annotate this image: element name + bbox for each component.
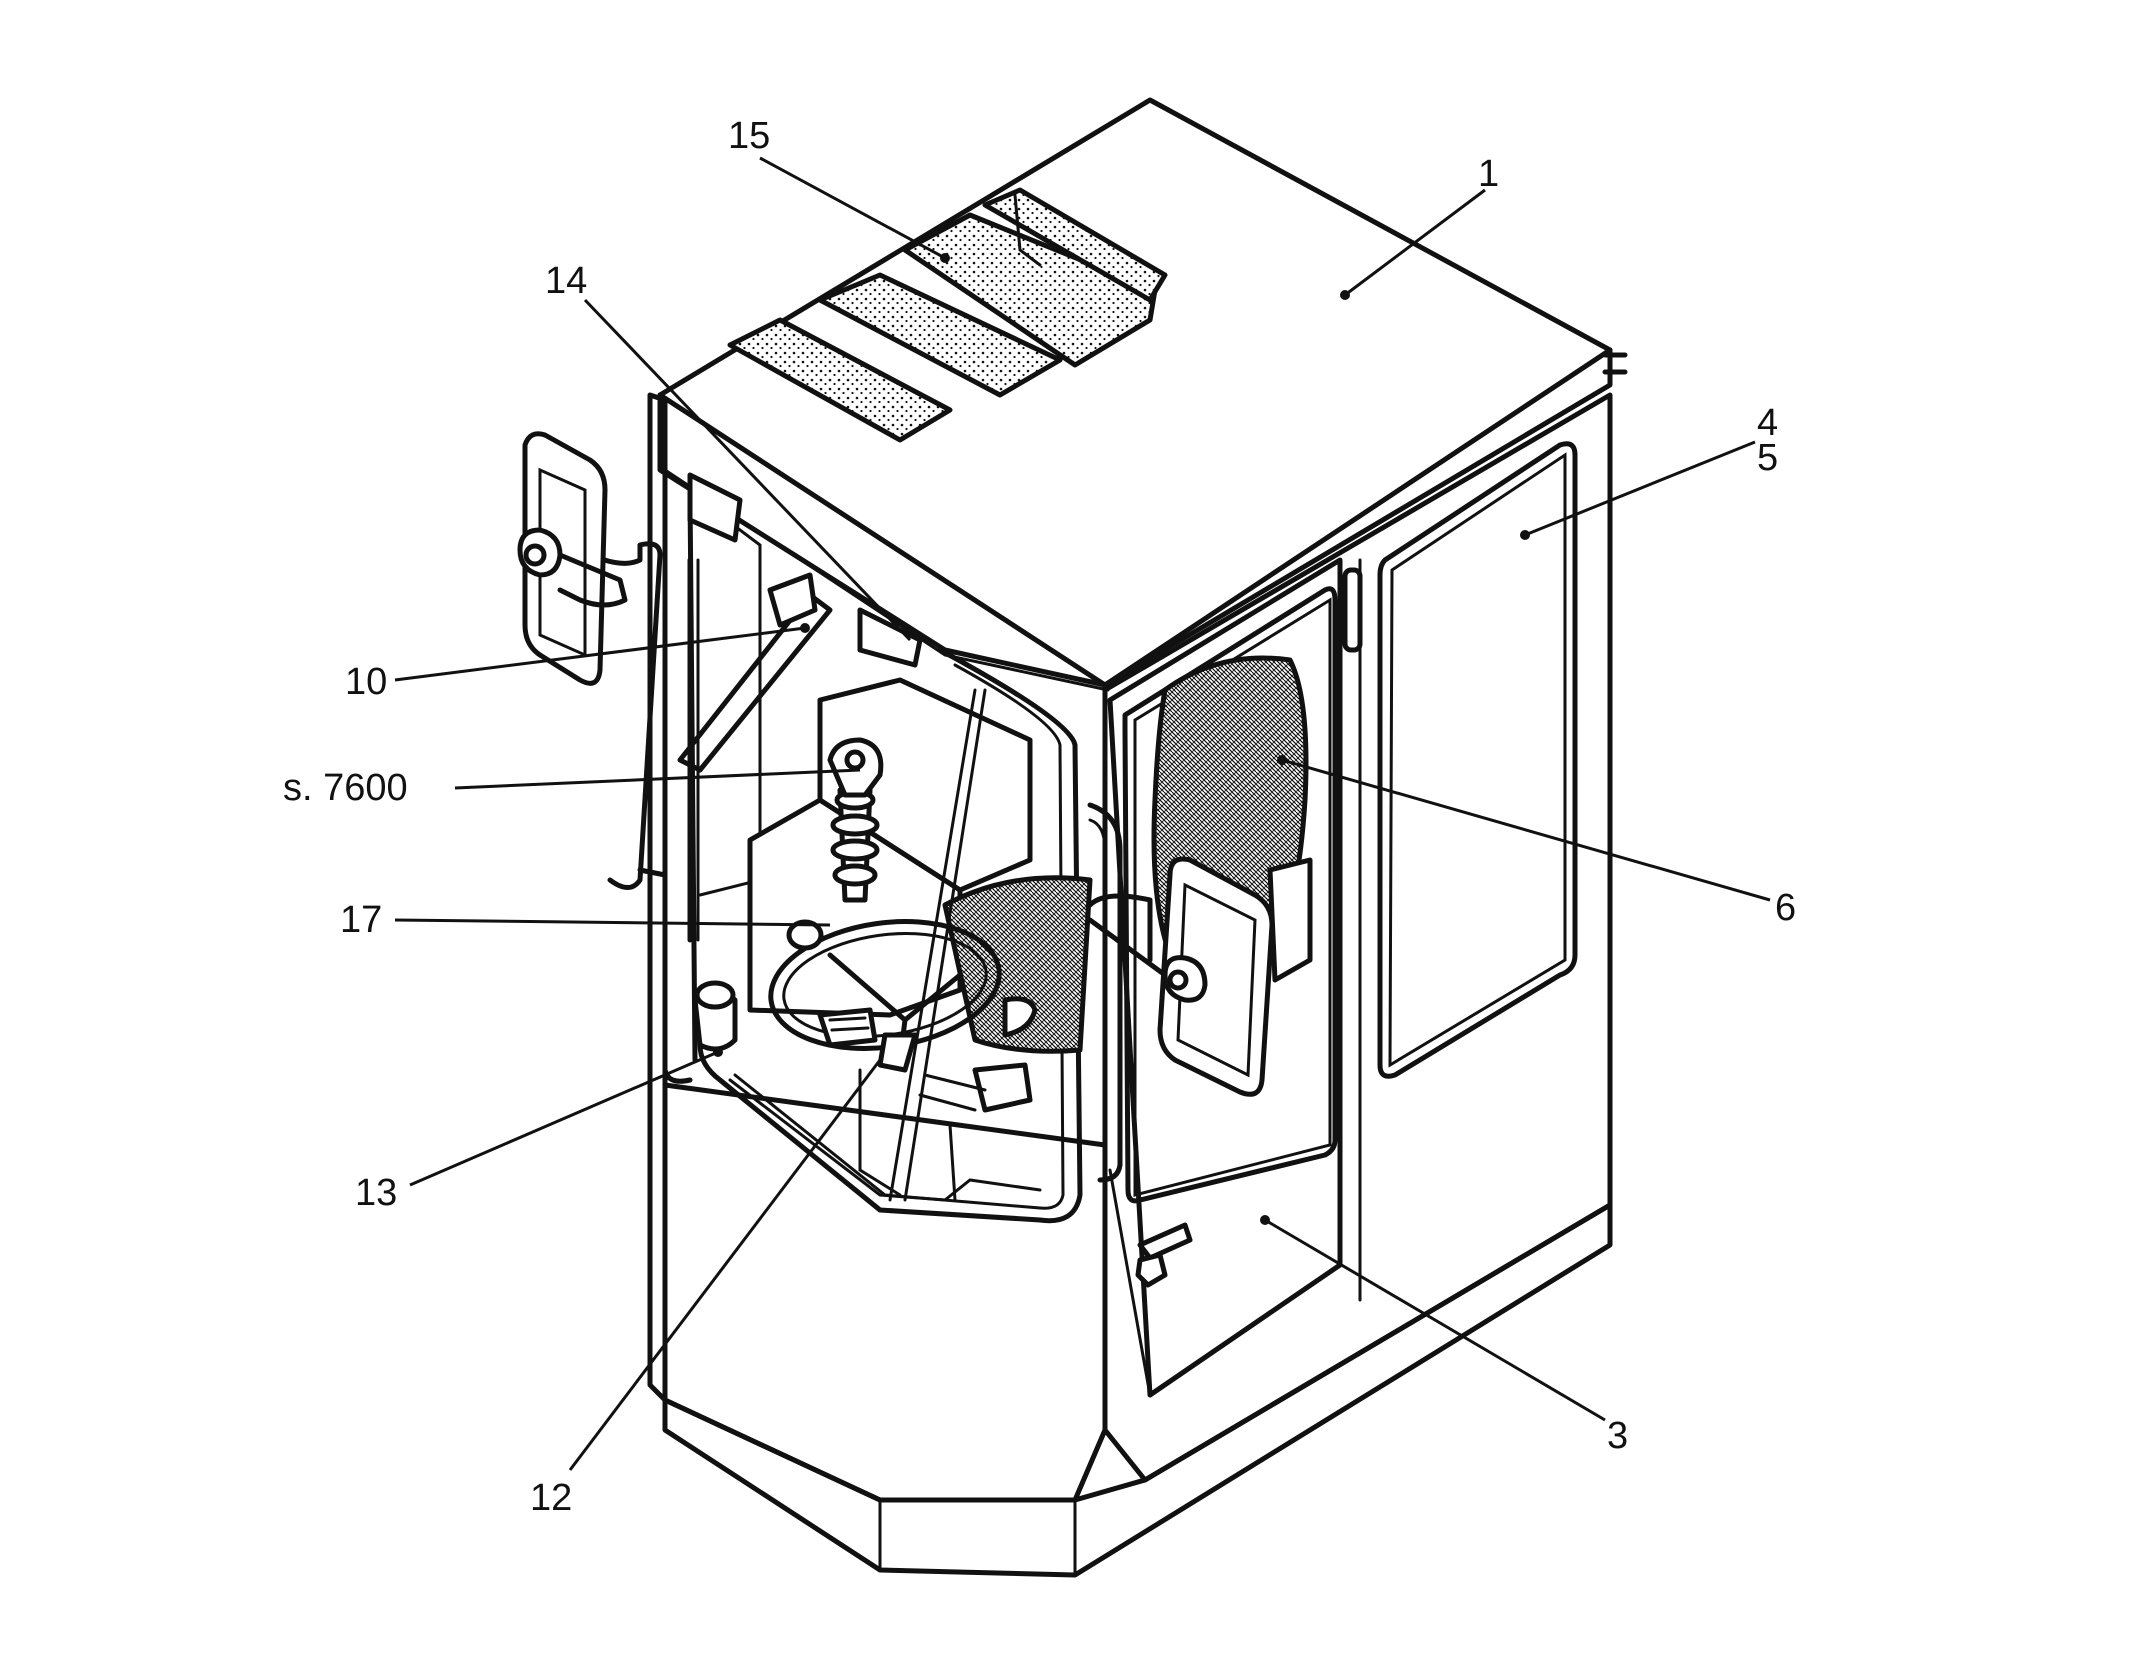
rear-side-window: [1377, 441, 1578, 1079]
operator-seat: [942, 655, 1313, 1054]
right-mirror: [1087, 856, 1275, 1097]
callout-5: 5: [1757, 437, 1778, 479]
cab-front-lower-panel: [662, 1082, 1108, 1503]
callout-4: 4: [1757, 402, 1778, 444]
steering-column: [817, 1007, 1033, 1113]
callout-3: 3: [1607, 1415, 1628, 1457]
callout-labels: 15 1 14 4 5 10 s. 7600 6 17 13 3 12: [283, 115, 1796, 1519]
callout-10: 10: [345, 661, 387, 703]
leader-lines: [394, 156, 1771, 1471]
callout-s7600: s. 7600: [283, 767, 408, 809]
interior-lamp: [692, 980, 738, 1052]
roof-insulation-panels: [727, 187, 1168, 443]
wiper-arm: [677, 592, 833, 773]
callout-17: 17: [340, 899, 382, 941]
door-handle: [1137, 1222, 1193, 1261]
door-lock-strip: [1342, 567, 1363, 653]
callout-15: 15: [728, 115, 770, 157]
joystick-control: [827, 737, 884, 903]
callout-1: 1: [1478, 153, 1499, 195]
callout-12: 12: [530, 1477, 572, 1519]
callout-6: 6: [1775, 887, 1796, 929]
cab-interior: [662, 467, 1313, 1224]
air-vent: [786, 919, 824, 951]
left-mirror: [517, 431, 668, 890]
door-window: [1122, 586, 1338, 1204]
cab-floor: [728, 1078, 1042, 1202]
roof-light-box: [687, 472, 743, 543]
callout-14: 14: [545, 260, 587, 302]
door-grab-handle: [1087, 802, 1123, 1183]
callout-13: 13: [355, 1172, 397, 1214]
